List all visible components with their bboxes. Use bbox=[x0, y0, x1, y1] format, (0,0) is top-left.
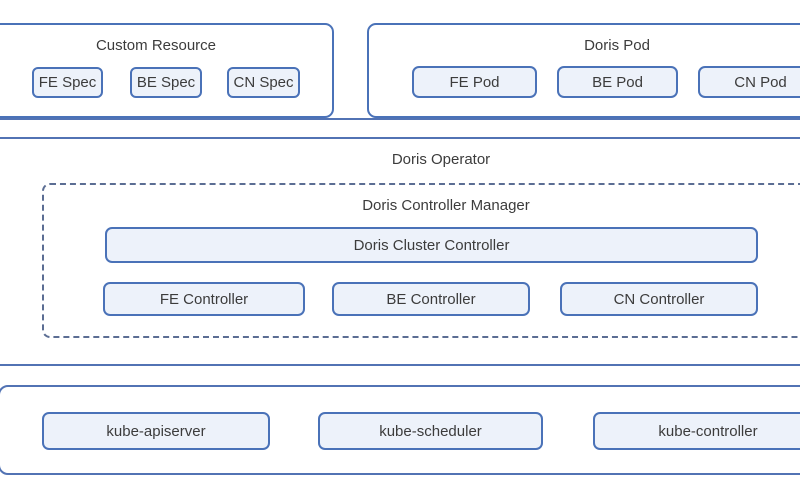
doris-controller-manager-group bbox=[42, 183, 800, 338]
doris-controller-manager-title: Doris Controller Manager bbox=[362, 197, 530, 214]
cn-pod-node: CN Pod bbox=[698, 66, 800, 98]
kube-controller-node: kube-controller bbox=[593, 412, 800, 450]
kube-scheduler-node: kube-scheduler bbox=[318, 412, 543, 450]
doris-cluster-controller-node: Doris Cluster Controller bbox=[105, 227, 758, 263]
fe-controller-node: FE Controller bbox=[103, 282, 305, 316]
fe-pod-node: FE Pod bbox=[412, 66, 537, 98]
cn-controller-node: CN Controller bbox=[560, 282, 758, 316]
be-controller-node: BE Controller bbox=[332, 282, 530, 316]
doris-pod-title: Doris Pod bbox=[584, 37, 650, 54]
fe-spec-node: FE Spec bbox=[32, 67, 103, 98]
custom-resource-title: Custom Resource bbox=[95, 37, 217, 54]
be-spec-node: BE Spec bbox=[130, 67, 202, 98]
kube-apiserver-node: kube-apiserver bbox=[42, 412, 270, 450]
be-pod-node: BE Pod bbox=[557, 66, 678, 98]
cn-spec-node: CN Spec bbox=[227, 67, 300, 98]
doris-operator-title: Doris Operator bbox=[391, 151, 491, 168]
